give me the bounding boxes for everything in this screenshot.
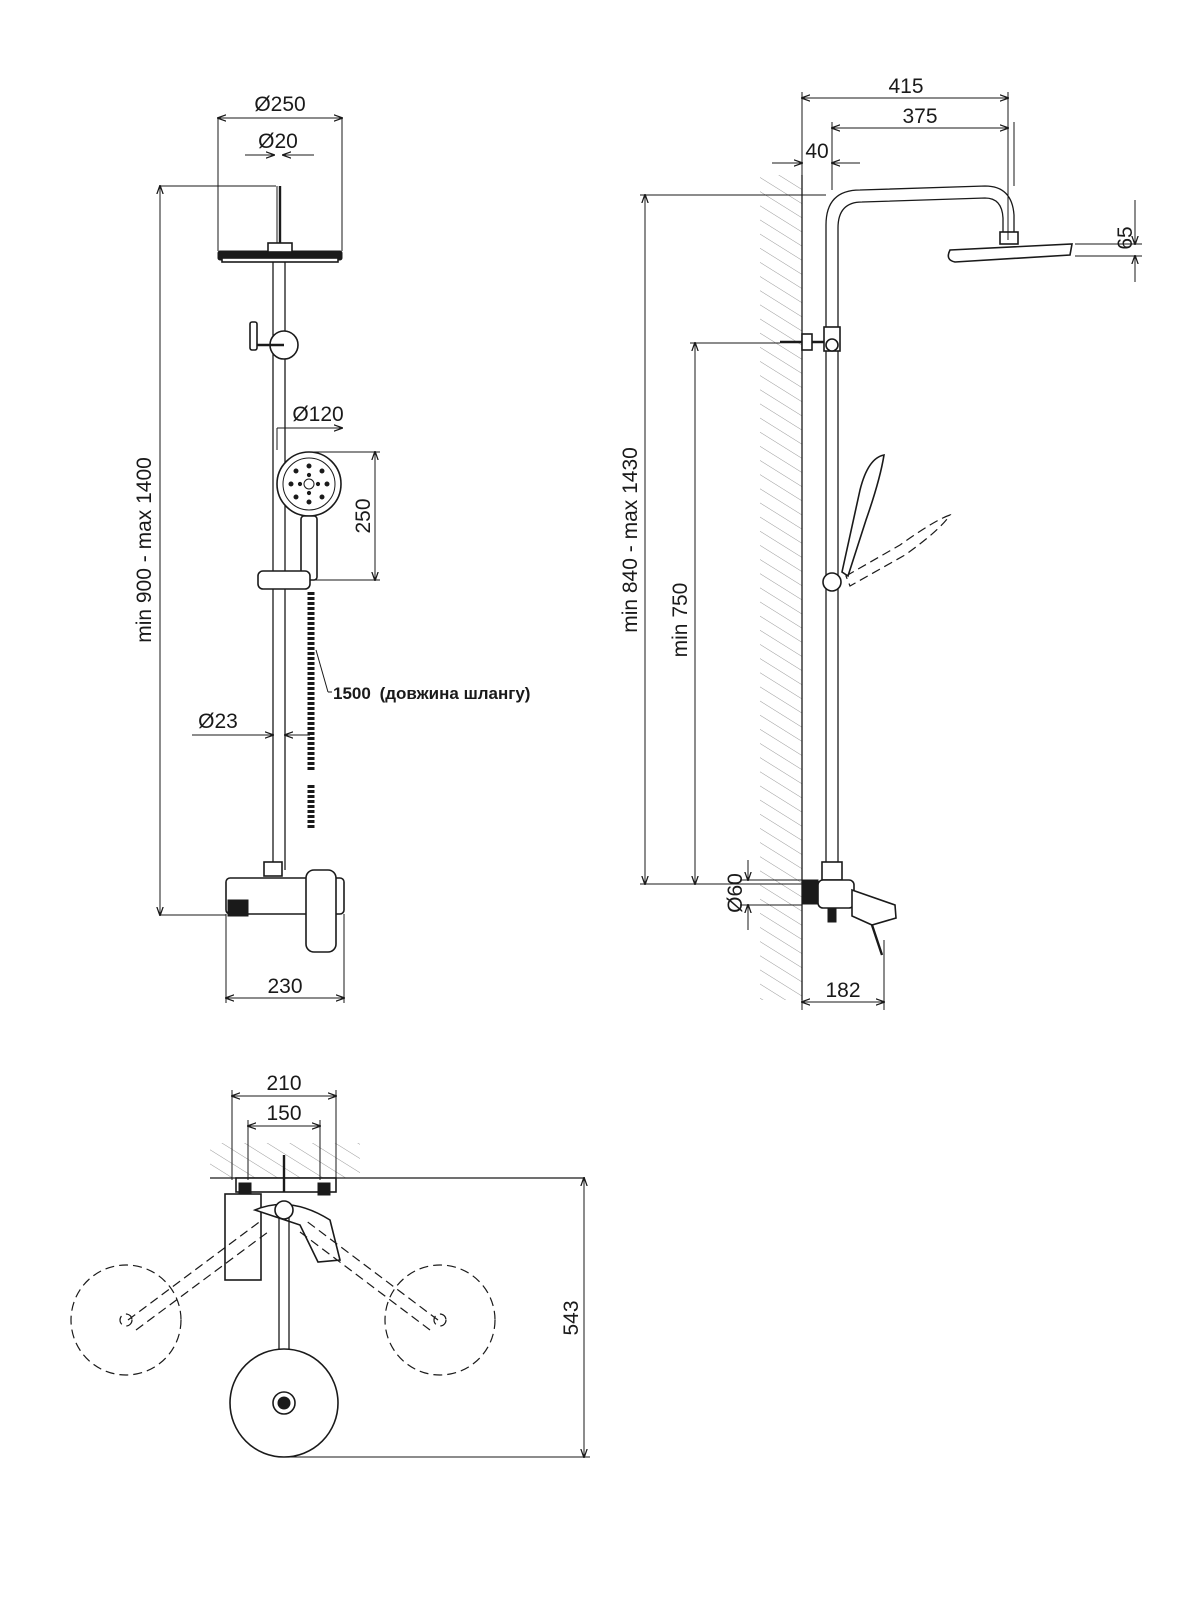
dim-head-height: 65 (1114, 226, 1137, 249)
wall-hatching (760, 175, 803, 1000)
hose-length-note: (довжина шлангу) (380, 684, 531, 703)
dim-mixer-width: 230 (267, 975, 302, 998)
dim-hand-shower-diameter: Ø120 (292, 403, 343, 426)
top-wall-hatching (210, 1143, 585, 1179)
dim-flange-spacing: 210 (266, 1072, 301, 1095)
side-shower-head (947, 231, 1073, 263)
dim-inlet-spacing: 150 (266, 1102, 301, 1125)
bath-mixer (225, 869, 345, 953)
dim-spout-depth: 182 (825, 979, 860, 1002)
dim-wall-offset: 40 (805, 140, 828, 163)
dim-head-diameter: Ø250 (254, 93, 305, 116)
side-dimensions (640, 92, 1142, 1010)
hose-length-label: 1500 (довжина шлангу) (333, 684, 530, 703)
side-view: 415 375 40 65 min 840 - max 1430 min 750… (619, 75, 1142, 1010)
top-mixer (224, 1155, 342, 1400)
top-head-circle (229, 1348, 339, 1458)
shower-rail (249, 262, 299, 877)
dim-side-height-range: min 840 - max 1430 (619, 447, 642, 633)
hand-shower-swing-right (299, 1219, 496, 1376)
side-bath-mixer (801, 879, 897, 956)
dim-hand-shower-length: 250 (352, 498, 375, 533)
front-view: Ø250 Ø20 min 900 - max 1400 Ø120 250 Ø23… (133, 93, 530, 1003)
dim-total-reach: 415 (888, 75, 923, 98)
hand-shower (257, 451, 342, 590)
dim-arm-reach: 375 (902, 105, 937, 128)
hose-length-value: 1500 (333, 684, 371, 703)
rain-shower-head (217, 186, 343, 263)
dim-connection-diameter: Ø60 (724, 873, 747, 913)
side-hand-shower (822, 454, 952, 592)
top-dimensions (232, 1090, 590, 1457)
dim-arm-diameter: Ø20 (258, 130, 298, 153)
hand-shower-swing-left (70, 1219, 269, 1376)
dim-min-outlet: min 750 (669, 583, 692, 658)
riser-pipe (780, 185, 1015, 881)
top-view: 210 150 543 (70, 1072, 590, 1458)
front-dimensions (160, 118, 380, 1003)
dim-front-height-range: min 900 - max 1400 (133, 457, 156, 643)
dim-rail-diameter: Ø23 (198, 710, 238, 733)
dim-total-depth: 543 (560, 1300, 583, 1335)
